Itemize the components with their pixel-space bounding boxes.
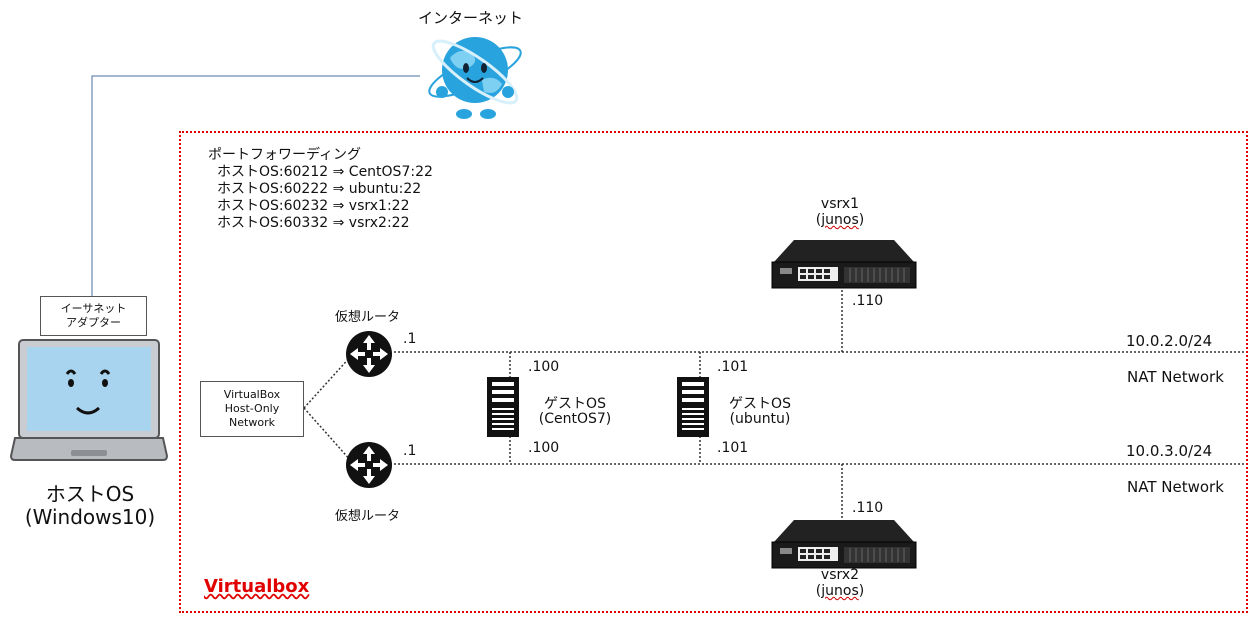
centos-ip-net2: .100 — [528, 440, 560, 456]
router-bottom-ip: .1 — [403, 443, 417, 459]
vsrx1-os: (junos) — [800, 212, 880, 228]
router-bottom-label: 仮想ルータ — [335, 509, 401, 524]
virtualbox-boundary — [179, 131, 1248, 613]
router-top-ip: .1 — [403, 331, 417, 347]
virtualbox-label: Virtualbox — [204, 576, 310, 597]
vsrx1-os-suffix: ) — [858, 212, 865, 228]
host-only-line2: Host-Only — [224, 402, 280, 415]
host-only-network-box: VirtualBox Host-Only Network — [200, 381, 304, 437]
adapter-line2: アダプター — [66, 316, 121, 329]
network1-cidr: 10.0.2.0/24 — [1126, 332, 1213, 350]
host-only-line1: VirtualBox — [223, 388, 281, 401]
globe-icon — [428, 37, 522, 119]
vsrx1-name: vsrx1 — [820, 196, 860, 212]
vsrx2-name: vsrx2 — [820, 567, 860, 583]
uplink-line — [91, 75, 420, 297]
vsrx1-ip: .110 — [852, 293, 884, 309]
firewall-appliance-icon — [771, 520, 917, 569]
adapter-line1: イーサネット — [60, 302, 127, 315]
port-forwarding-rule: ホストOS:60222 ⇒ ubuntu:22 — [217, 181, 422, 197]
server-icon — [487, 377, 519, 437]
ubuntu-label-1: ゲストOS — [729, 396, 791, 412]
laptop-icon — [9, 339, 169, 461]
centos-label-2: (CentOS7) — [538, 411, 612, 427]
ubuntu-ip-net2: .101 — [717, 440, 749, 456]
vsrx1-os-name: junos — [821, 212, 859, 228]
firewall-appliance-icon — [771, 240, 917, 289]
port-forwarding-rule: ホストOS:60332 ⇒ vsrx2:22 — [217, 215, 410, 231]
network2-cidr: 10.0.3.0/24 — [1126, 442, 1213, 460]
ubuntu-label-2: (ubuntu) — [729, 411, 791, 427]
host-os-label-1: ホストOS — [45, 482, 135, 506]
ethernet-adapter-box: イーサネット アダプター — [40, 296, 147, 336]
host-only-line3: Network — [229, 416, 275, 429]
router-icon — [346, 442, 392, 488]
router-icon — [346, 331, 392, 377]
centos-ip-net1: .100 — [528, 359, 560, 375]
port-forwarding-title: ポートフォワーディング — [208, 147, 362, 163]
ubuntu-ip-net1: .101 — [717, 359, 749, 375]
hostonly-to-router-bottom — [303, 407, 353, 463]
server-icon — [677, 377, 709, 437]
internet-label: インターネット — [418, 9, 524, 27]
vsrx2-os-suffix: ) — [858, 583, 865, 599]
router-top-label: 仮想ルータ — [335, 310, 401, 325]
centos-label-1: ゲストOS — [544, 396, 606, 412]
host-os-label-2: (Windows10) — [24, 505, 156, 529]
network2-type: NAT Network — [1127, 478, 1224, 496]
vsrx2-ip: .110 — [852, 500, 884, 516]
network1-type: NAT Network — [1127, 368, 1224, 386]
vsrx1-os-prefix: ( — [815, 212, 822, 228]
port-forwarding-rule: ホストOS:60212 ⇒ CentOS7:22 — [217, 164, 433, 180]
vsrx2-os-name: junos — [821, 583, 859, 599]
vsrx2-os-prefix: ( — [815, 583, 822, 599]
vsrx2-os: (junos) — [800, 583, 880, 599]
port-forwarding-rule: ホストOS:60232 ⇒ vsrx1:22 — [217, 198, 410, 214]
